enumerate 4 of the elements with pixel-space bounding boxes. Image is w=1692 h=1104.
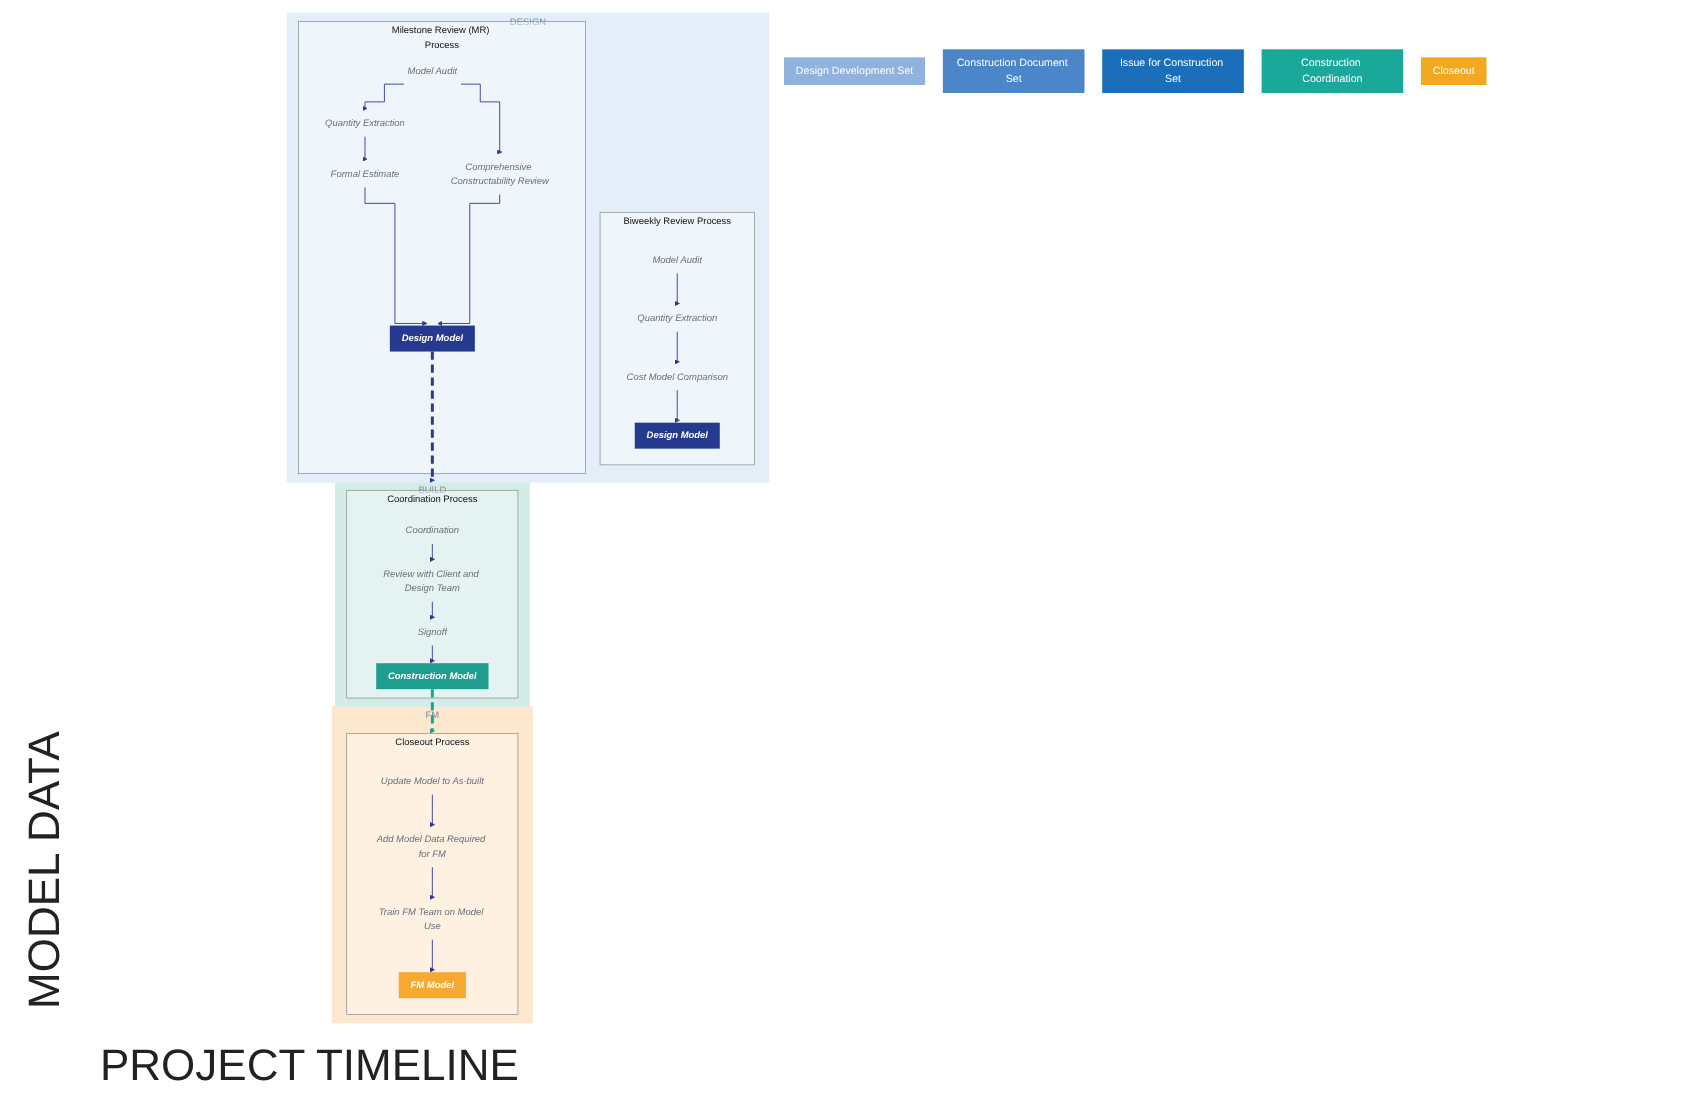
- arrow: [429, 687, 435, 734]
- axis-label: MODEL DATA: [18, 731, 70, 1009]
- arrow: [429, 350, 435, 483]
- timeline-label: PROJECT TIMELINE: [100, 1040, 519, 1090]
